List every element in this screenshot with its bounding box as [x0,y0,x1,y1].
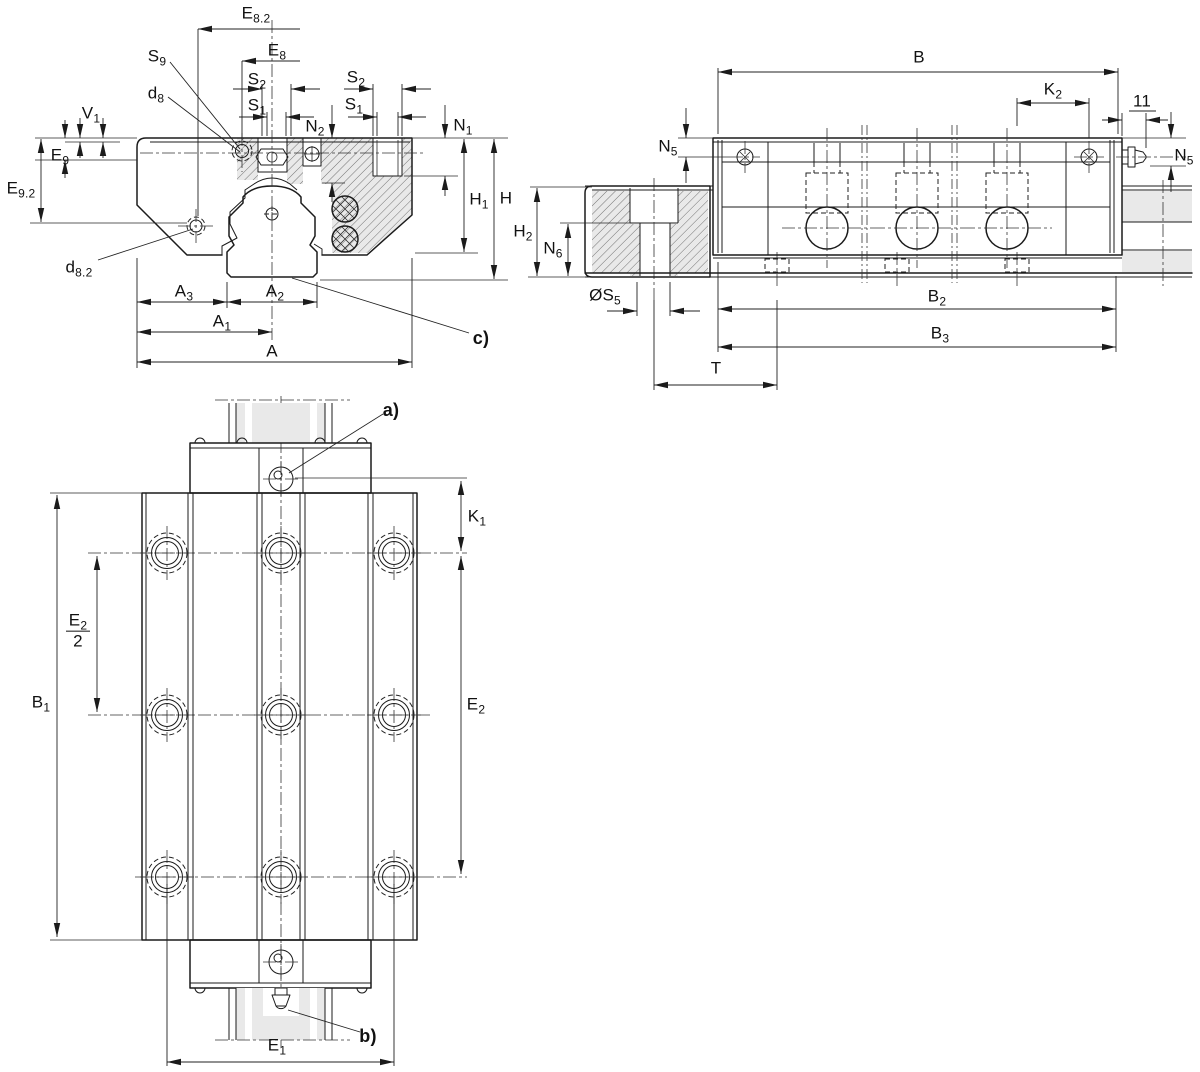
lube-hole-top [263,461,299,497]
dim-label-s2-left: S2 [247,69,267,92]
dim-label-a1: A1 [212,311,232,334]
side-dimensions [528,68,1186,390]
carriage-body [136,137,413,256]
dim-label-s1-left: S1 [247,95,267,118]
end-cap-screw-left [730,141,760,173]
section-hatch [237,138,412,253]
dim-label-e9: E9 [50,145,70,168]
ball-bearing-bores [331,195,359,253]
dim-label-n5-left: N5 [658,136,678,159]
front-section-view [30,20,508,368]
rail-end-section [584,178,711,300]
dim-label-b3: B3 [930,323,950,346]
dim-label-e8-2: E8.2 [241,3,271,26]
thread-hole-n1 [372,138,458,177]
end-plate-top [189,437,372,497]
grease-fitting-plan [271,987,291,1010]
dim-label-a3: A3 [174,281,194,304]
dim-label-11: 11 [1132,91,1152,111]
lube-hole-bottom [263,944,299,980]
front-dimensions [30,25,508,368]
dim-label-b1: B1 [31,692,51,715]
plan-dimensions [50,413,467,1066]
dim-label-b: B [913,47,925,67]
rail-stub-top [215,399,350,443]
dim-label-t: T [710,358,722,378]
dim-label-e2: E2 [466,694,486,717]
dim-label-k2: K2 [1043,79,1063,102]
dim-label-n6: N6 [543,238,563,261]
dim-label-e1: E1 [267,1035,287,1058]
plan-view [50,396,467,1066]
dim-label-k1: K1 [467,506,487,529]
carriage-side [712,125,1186,283]
dim-label-e9-2: E9.2 [6,178,36,201]
end-cap-screw-right [1074,141,1104,173]
dim-label-h1: H1 [469,189,489,212]
dim-label-d8: d8 [147,83,165,106]
dim-label-v1: V1 [81,103,101,126]
dim-label-n2: N2 [305,116,325,139]
carriage-plan [88,492,467,941]
end-plate-bottom [189,939,372,994]
dim-label-d8-2: d8.2 [65,257,93,280]
rail-side [584,180,1193,286]
dim-label-a2: A2 [265,281,285,304]
dim-label-n1: N1 [453,115,473,138]
dim-label-e8: E8 [267,40,287,63]
dim-label-s2-right: S2 [346,67,366,90]
callout-b: b) [359,1026,377,1046]
dim-label-h2: H2 [513,221,533,244]
dim-label-s5: ØS5 [589,285,621,308]
dim-label-e2-half: E2 2 [66,611,90,651]
callout-a: a) [382,400,400,420]
dim-label-s9: S9 [147,46,167,69]
dim-label-a: A [266,341,278,361]
dim-label-b2: B2 [927,286,947,309]
rail-stub-bottom [215,987,350,1041]
grease-nipple [1116,146,1186,168]
set-screw [302,138,322,167]
lube-port-d8-2 [178,209,214,243]
dim-label-h: H [499,188,513,208]
callout-c: c) [472,328,490,348]
dim-label-n5-right: N5 [1174,145,1194,168]
dim-label-s1-right: S1 [344,94,364,117]
side-view [528,68,1193,390]
carriage-bores [782,128,1052,268]
